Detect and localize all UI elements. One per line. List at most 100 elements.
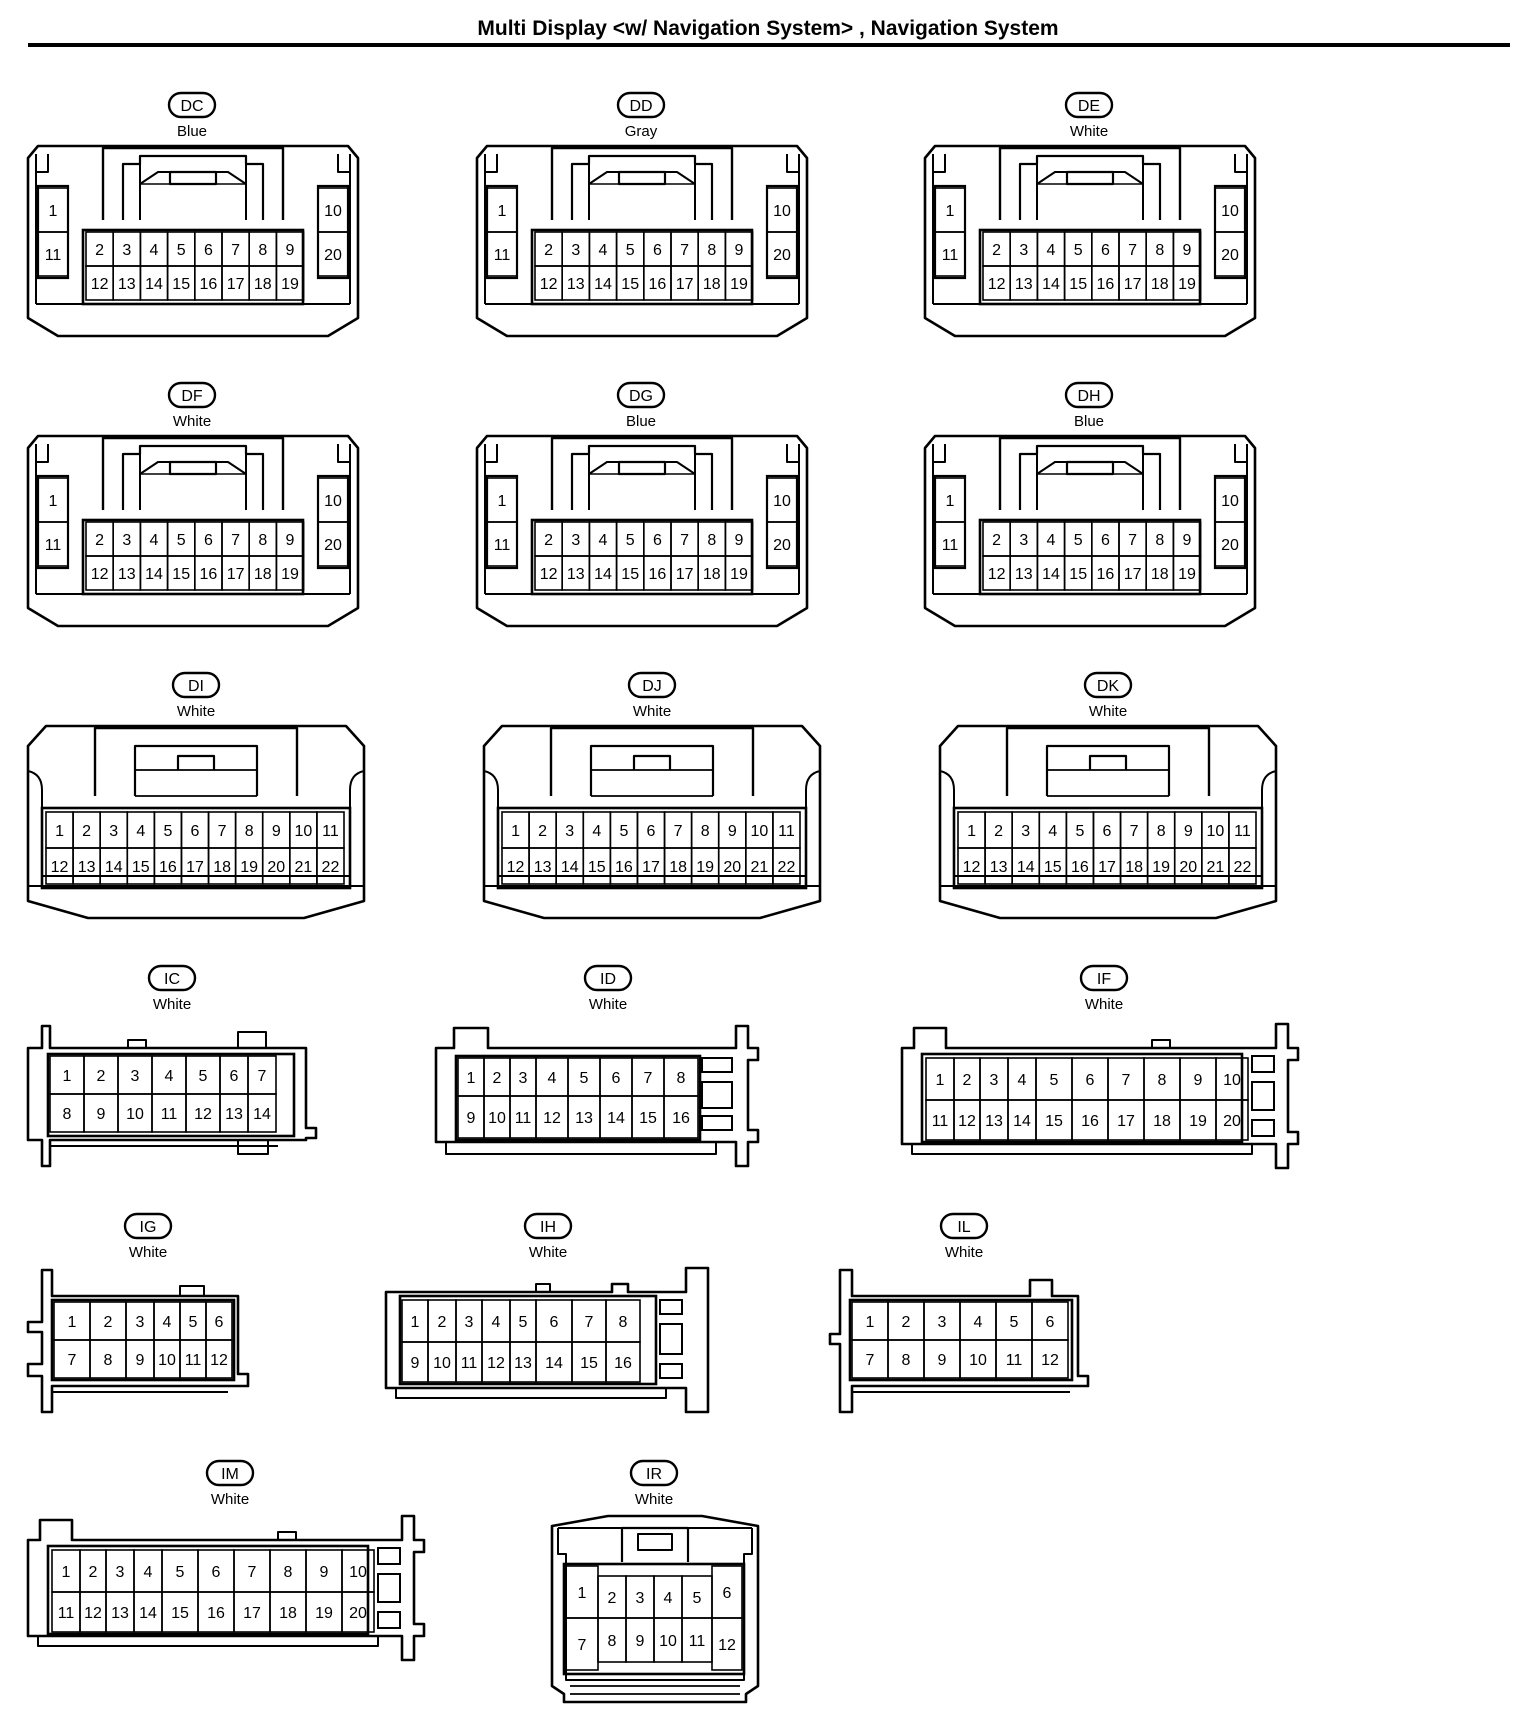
pin-22-label: 22 (322, 859, 340, 876)
pin-5-label: 5 (626, 242, 635, 259)
pin-13-label: 13 (1015, 566, 1033, 583)
connector-code: IL (957, 1219, 970, 1236)
pin-8-label: 8 (707, 532, 716, 549)
pin-19-label: 19 (1152, 859, 1170, 876)
pin-16-label: 16 (1097, 276, 1115, 293)
pin-7-label: 7 (1128, 532, 1137, 549)
pin-7-label: 7 (1128, 242, 1137, 259)
pin-1-label: 1 (967, 823, 976, 840)
pin-10-label: 10 (1206, 823, 1224, 840)
pin-17-label: 17 (1124, 566, 1142, 583)
pin-12-label: 12 (487, 1355, 505, 1372)
pin-7-label: 7 (680, 532, 689, 549)
connector-code: IR (646, 1466, 662, 1483)
pin-5-label: 5 (1010, 1314, 1019, 1331)
pin-7-label: 7 (680, 242, 689, 259)
connector-code: DF (181, 388, 203, 405)
connector-color: Blue (177, 123, 207, 140)
pin-20-label: 20 (773, 537, 791, 554)
pin-7-label: 7 (68, 1352, 77, 1369)
pin-2-label: 2 (97, 1068, 106, 1085)
pin-1-label: 1 (49, 203, 58, 220)
pin-17-label: 17 (186, 859, 204, 876)
pin-15-label: 15 (639, 1110, 657, 1127)
pin-18-label: 18 (254, 276, 272, 293)
pin-3-label: 3 (1021, 823, 1030, 840)
pin-5-label: 5 (177, 532, 186, 549)
pin-12-label: 12 (963, 859, 981, 876)
pin-1-label: 1 (946, 493, 955, 510)
pin-9-label: 9 (136, 1352, 145, 1369)
pin-19-label: 19 (281, 566, 299, 583)
pin-21-label: 21 (1206, 859, 1224, 876)
pin-9-label: 9 (636, 1633, 645, 1650)
pin-11-label: 11 (932, 1113, 949, 1130)
connector-code: IG (140, 1219, 157, 1236)
pin-16-label: 16 (1071, 859, 1089, 876)
pin-2-label: 2 (992, 532, 1001, 549)
pin-13-label: 13 (111, 1605, 129, 1622)
pin-9-label: 9 (938, 1352, 947, 1369)
pin-11-label: 11 (161, 1106, 178, 1123)
pin-1-label: 1 (946, 203, 955, 220)
connector-color: White (635, 1491, 673, 1508)
pin-22-label: 22 (1234, 859, 1252, 876)
pin-9-label: 9 (1194, 1072, 1203, 1089)
pin-3-label: 3 (131, 1068, 140, 1085)
pin-1-label: 1 (411, 1314, 420, 1331)
pin-14-label: 14 (1042, 566, 1060, 583)
pin-2-label: 2 (963, 1072, 972, 1089)
pin-18-label: 18 (1151, 566, 1169, 583)
pin-14-label: 14 (607, 1110, 625, 1127)
pin-6-label: 6 (1086, 1072, 1095, 1089)
pin-9-label: 9 (411, 1355, 420, 1372)
pin-2-label: 2 (994, 823, 1003, 840)
pin-10-label: 10 (294, 823, 312, 840)
pin-8-label: 8 (1157, 823, 1166, 840)
pin-4-label: 4 (664, 1590, 673, 1607)
pin-10-label: 10 (324, 203, 342, 220)
connector-code: DI (188, 678, 204, 695)
pin-3-label: 3 (122, 242, 131, 259)
connector-code: DK (1097, 678, 1120, 695)
pin-2-label: 2 (493, 1070, 502, 1087)
pin-20-label: 20 (267, 859, 285, 876)
connector-color: White (1089, 703, 1127, 720)
pin-13-label: 13 (225, 1106, 243, 1123)
connector-code: DD (629, 98, 652, 115)
pin-22-label: 22 (778, 859, 796, 876)
pin-6-label: 6 (653, 532, 662, 549)
pin-15-label: 15 (1044, 859, 1062, 876)
connector-dk: DKWhite112213314415516617718819920102111… (938, 671, 1278, 920)
pin-3-label: 3 (1019, 532, 1028, 549)
pin-6-label: 6 (550, 1314, 559, 1331)
pin-17-label: 17 (676, 276, 694, 293)
pin-12-label: 12 (91, 566, 109, 583)
pin-14-label: 14 (1013, 1113, 1031, 1130)
connector-color: White (589, 996, 627, 1013)
connector-code: ID (600, 971, 616, 988)
connector-code: DJ (642, 678, 662, 695)
pin-15-label: 15 (172, 276, 190, 293)
connector-code-badge (583, 964, 633, 992)
pin-19-label: 19 (315, 1605, 333, 1622)
pin-20-label: 20 (324, 247, 342, 264)
connector-code-badge (939, 1212, 989, 1240)
pin-13-label: 13 (575, 1110, 593, 1127)
pin-19-label: 19 (1178, 566, 1196, 583)
pin-11-label: 11 (1006, 1352, 1023, 1369)
pin-6-label: 6 (1101, 242, 1110, 259)
connector-code: IF (1097, 971, 1111, 988)
pin-8-label: 8 (104, 1352, 113, 1369)
pin-8-label: 8 (677, 1070, 686, 1087)
pin-4-label: 4 (974, 1314, 983, 1331)
pin-10-label: 10 (158, 1352, 176, 1369)
pin-5-label: 5 (163, 823, 172, 840)
pin-1-label: 1 (68, 1314, 77, 1331)
pin-3-label: 3 (465, 1314, 474, 1331)
